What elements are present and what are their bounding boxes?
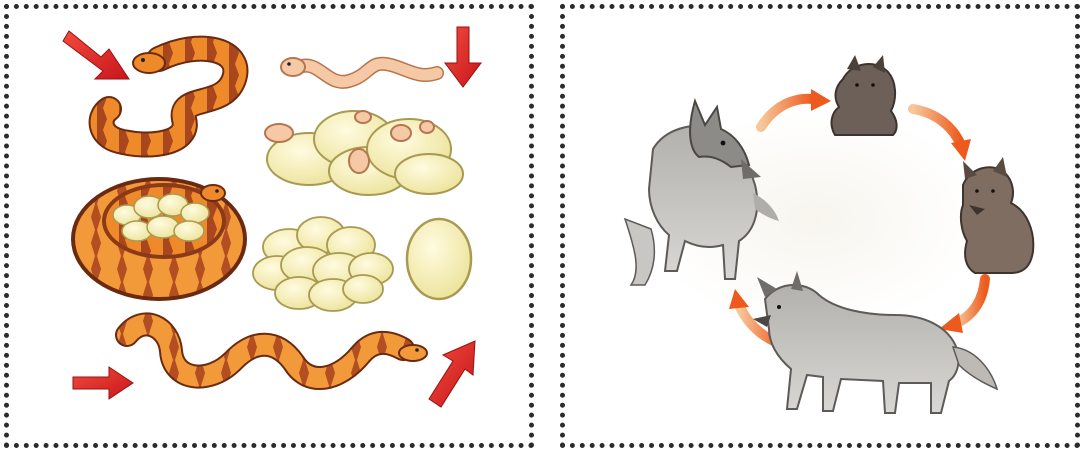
wolf-life-cycle-illustration <box>565 9 1075 443</box>
snake-life-cycle-panel <box>4 4 534 448</box>
adult-snake <box>102 49 236 145</box>
hatchling-snake <box>281 58 437 82</box>
snake-coiled-on-eggs <box>71 177 247 301</box>
wolf-life-cycle-panel <box>560 4 1080 448</box>
newborn-pup <box>832 55 897 135</box>
arrow-bottom-left-icon <box>73 367 133 399</box>
egg-clutch <box>253 217 393 311</box>
young-pup <box>961 157 1033 273</box>
arrow-top-right-icon <box>445 27 481 87</box>
arrow-bottom-right-icon <box>429 341 475 407</box>
snake-life-cycle-illustration <box>9 9 529 443</box>
single-egg <box>407 219 471 299</box>
juvenile-snake <box>127 324 427 378</box>
arrow-top-left-icon <box>63 31 129 79</box>
hatching-eggs <box>265 111 463 195</box>
